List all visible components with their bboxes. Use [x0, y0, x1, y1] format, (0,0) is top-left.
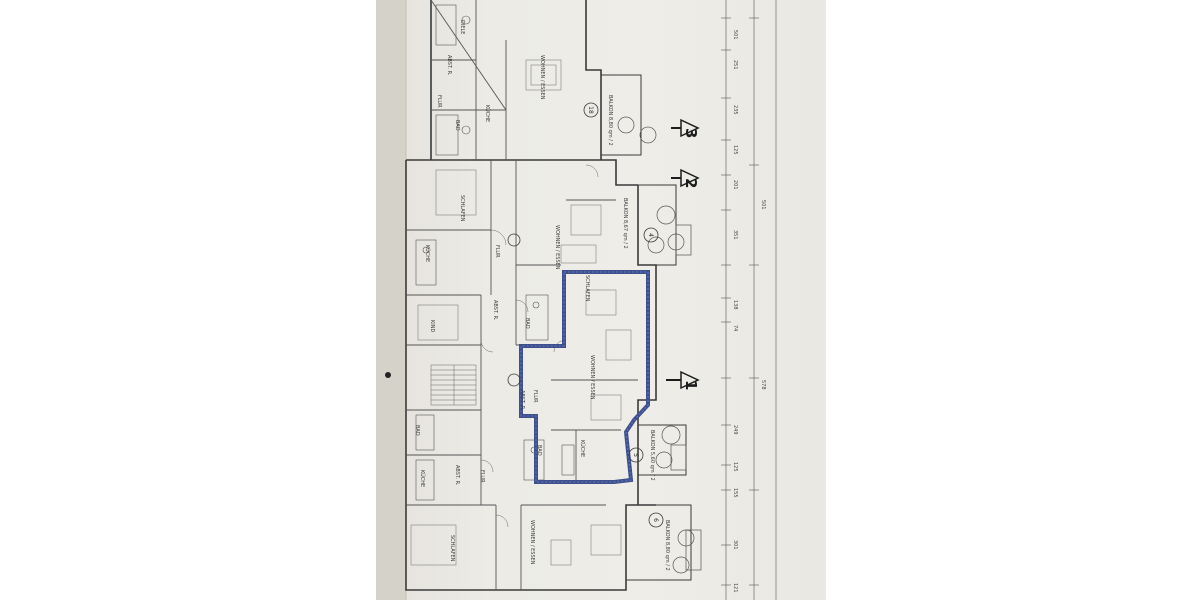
balkon-label: BALKON 8,80 qm / 2: [664, 520, 670, 571]
unit-number: 6: [652, 518, 659, 522]
svg-text:351: 351: [732, 230, 738, 240]
room-label: WOHNEN / ESSEN: [589, 355, 595, 400]
interior-walls: [406, 0, 638, 590]
svg-text:2: 2: [682, 178, 700, 188]
svg-text:251: 251: [732, 60, 738, 70]
svg-text:501: 501: [760, 200, 766, 210]
svg-text:125: 125: [732, 145, 738, 155]
room-label: ABST. R.: [446, 55, 452, 76]
room-label: BAD: [536, 445, 542, 456]
building-outline: [405, 0, 657, 591]
room-label: BAD: [414, 425, 420, 436]
room-label: SCHLAFEN: [449, 535, 455, 562]
room-label: ABST. R.: [454, 465, 460, 486]
room-label: ABST. R.: [519, 390, 525, 411]
room-label: FLUR: [436, 95, 442, 108]
punch-hole: [385, 372, 391, 378]
svg-text:155: 155: [732, 488, 738, 498]
room-label: KIND: [429, 320, 435, 332]
svg-text:138: 138: [732, 300, 738, 310]
furniture: [410, 59, 632, 566]
room-label: FLUR: [494, 245, 500, 258]
room-label: WOHNEN / ESSEN: [529, 520, 535, 565]
unit-number: 4: [647, 233, 654, 237]
svg-text:249: 249: [732, 425, 738, 435]
balcony-furniture: [617, 116, 702, 574]
svg-text:3: 3: [682, 128, 700, 138]
svg-text:235: 235: [732, 105, 738, 115]
plan-photo: 3 2 1 18 4 5 6 DIELE ABST. R. FLUR BAD K…: [376, 0, 826, 600]
section-marker-3: 3: [671, 118, 700, 138]
room-label: BAD: [524, 318, 530, 329]
room-labels: DIELE ABST. R. FLUR BAD KÜCHE WOHNEN / E…: [414, 20, 670, 571]
section-marker-1: 1: [666, 370, 700, 390]
balkon-label: BALKON 5,60 qm / 2: [649, 430, 655, 481]
door-swings: [480, 164, 599, 528]
room-label: KÜCHE: [484, 105, 491, 122]
floor-plan: 3 2 1 18 4 5 6 DIELE ABST. R. FLUR BAD K…: [376, 0, 777, 600]
room-label: WOHNEN / ESSEN: [539, 55, 545, 100]
balkon-label: BALKON 8,80 qm / 2: [607, 95, 613, 146]
dimension-labels: 501 251 235 125 201 351 501 138 74 578 2…: [732, 30, 766, 593]
unit-number: 5: [632, 453, 639, 457]
room-label: KÜCHE: [424, 245, 431, 262]
svg-text:74: 74: [732, 325, 738, 331]
unit-number-markers: [507, 102, 664, 528]
svg-text:578: 578: [760, 380, 766, 390]
room-label: SCHLAFEN: [584, 275, 590, 302]
svg-text:301: 301: [732, 540, 738, 550]
room-label: KÜCHE: [579, 440, 586, 457]
svg-text:125: 125: [732, 462, 738, 472]
room-label: KÜCHE: [419, 470, 426, 487]
room-label: WOHNEN / ESSEN: [554, 225, 560, 270]
unit-number: 18: [587, 106, 594, 114]
room-label: DIELE: [459, 20, 465, 34]
page-edge-shadow: [376, 0, 406, 600]
dimension-lines: [721, 0, 777, 600]
room-label: BAD: [454, 120, 460, 131]
svg-text:121: 121: [732, 583, 738, 593]
room-label: ABST. R.: [492, 300, 498, 321]
section-marker-2: 2: [671, 168, 700, 188]
room-label: SCHLAFEN: [459, 195, 465, 222]
svg-text:201: 201: [732, 180, 738, 190]
svg-text:501: 501: [732, 30, 738, 40]
svg-text:1: 1: [682, 380, 700, 390]
staircase: [430, 364, 477, 406]
fixtures: [415, 4, 575, 501]
room-label: FLUR: [479, 470, 485, 483]
balkon-label: BALKON 8,67 qm / 2: [622, 198, 628, 249]
room-label: FLUR: [532, 390, 538, 403]
